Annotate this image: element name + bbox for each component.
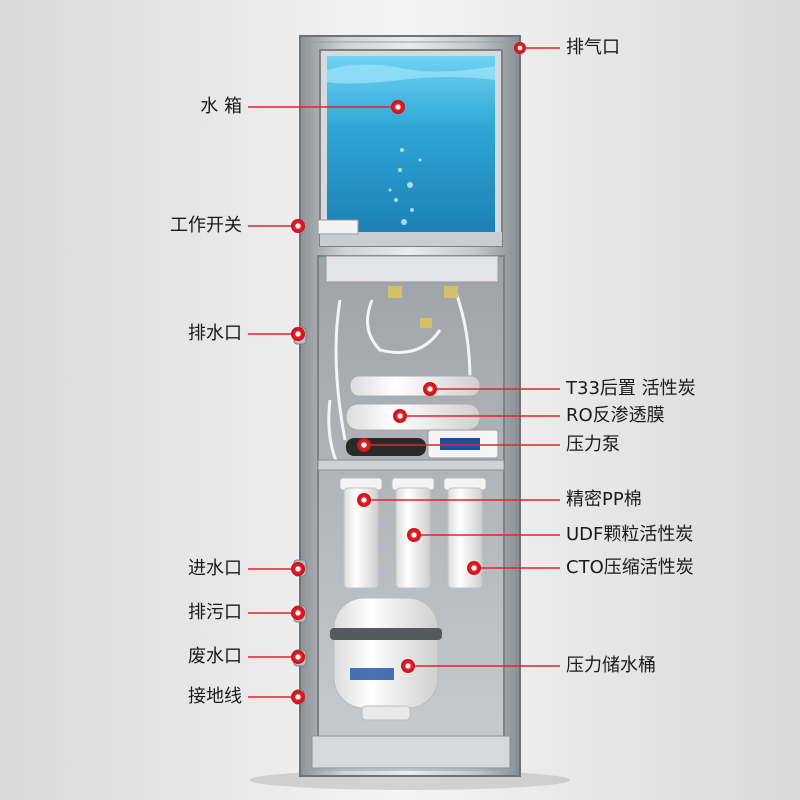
- label-pressure-pump: 压力泵: [566, 434, 620, 455]
- label-t33-carbon: T33后置 活性炭: [566, 378, 696, 399]
- label-waste-outlet: 废水口: [188, 646, 242, 667]
- label-pp-cotton: 精密PP棉: [566, 489, 642, 510]
- leader-lines: [248, 47, 560, 698]
- label-water-tank: 水 箱: [200, 96, 242, 117]
- marker-dots: [291, 42, 526, 704]
- label-sewage-outlet: 排污口: [188, 602, 242, 623]
- label-ground-wire: 接地线: [188, 686, 242, 707]
- label-exhaust-port: 排气口: [566, 37, 620, 58]
- label-cto-carbon: CTO压缩活性炭: [566, 557, 694, 578]
- label-water-inlet: 进水口: [188, 558, 242, 579]
- label-udf-carbon: UDF颗粒活性炭: [566, 524, 694, 545]
- label-drain-outlet: 排水口: [188, 323, 242, 344]
- label-work-switch: 工作开关: [170, 215, 242, 236]
- label-ro-membrane: RO反渗透膜: [566, 405, 665, 426]
- label-pressure-tank: 压力储水桶: [566, 655, 656, 676]
